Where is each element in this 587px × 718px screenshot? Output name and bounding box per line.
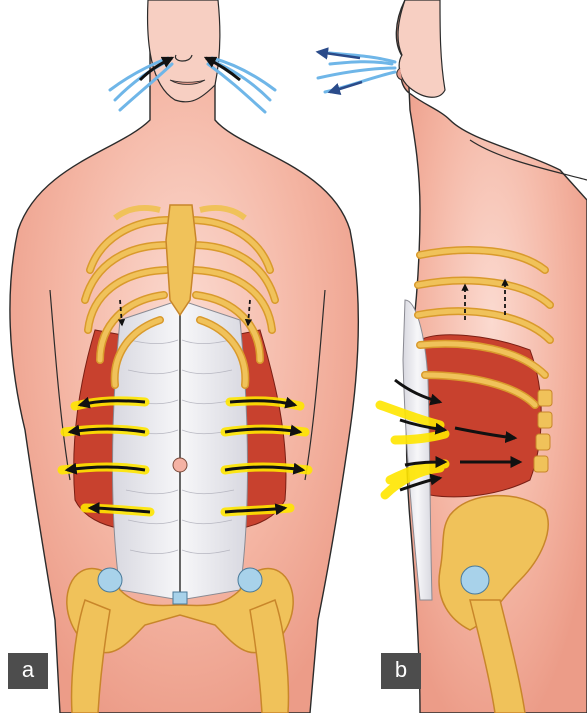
hip-joint-left [98,568,122,592]
side-view-figure [318,0,587,713]
side-face [398,0,445,97]
front-view-figure [10,0,358,713]
hip-joint-right [238,568,262,592]
navel [173,458,187,472]
side-hip-joint [461,566,489,594]
panel-label-a: a [8,653,48,689]
panel-label-b: b [381,653,421,689]
exhale-arrow-bottom [330,82,362,92]
